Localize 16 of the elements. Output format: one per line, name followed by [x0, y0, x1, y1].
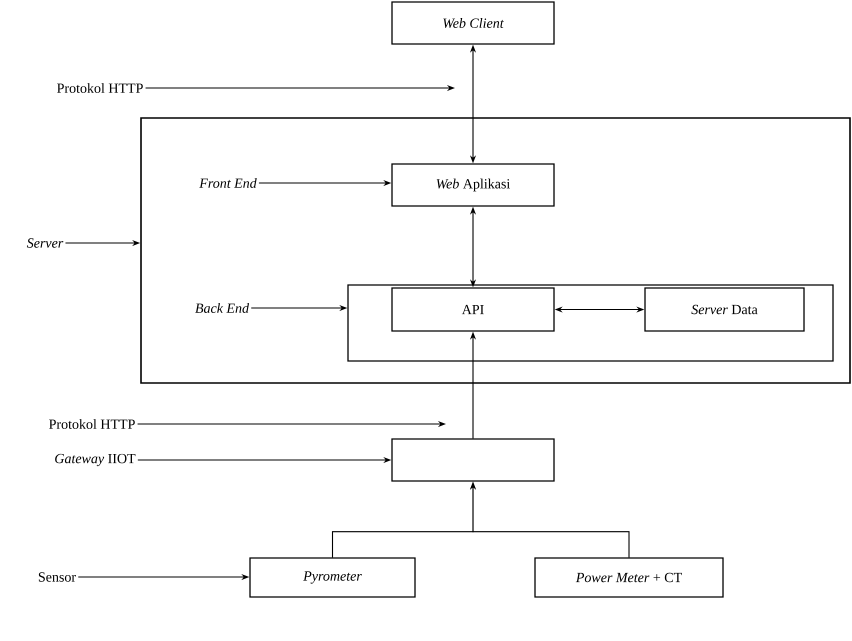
annotation-text: Front End: [199, 178, 257, 188]
process-box: Pyrometer: [249, 557, 416, 598]
process-box: Power Meter + CT: [534, 557, 724, 598]
process-box: Web Aplikasi: [391, 163, 555, 207]
device-box: [391, 438, 555, 482]
annotation-text: Back End: [195, 303, 250, 313]
process-box: API: [391, 287, 555, 332]
annotation-text: Gateway IIOT: [55, 454, 136, 466]
annotation-text: Server: [26, 238, 64, 248]
annotation-text: Protokol HTTP: [57, 83, 143, 93]
process-box: Web Client: [391, 1, 555, 45]
annotation-text: Sensor: [38, 572, 76, 582]
process-box: Server Data: [644, 287, 805, 332]
server-container: [140, 117, 851, 384]
backend-container: [347, 284, 834, 362]
annotation-text: Protokol HTTP: [49, 419, 135, 429]
